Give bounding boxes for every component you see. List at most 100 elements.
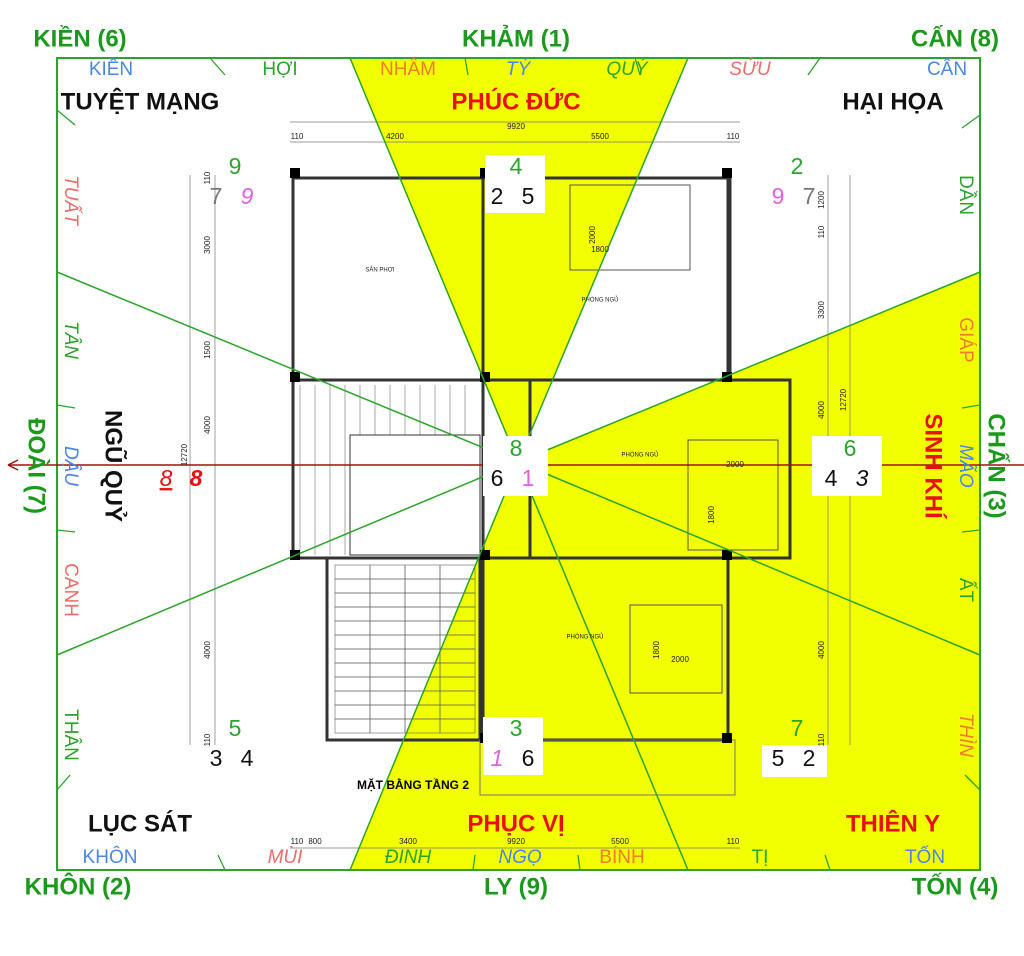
- column: [722, 550, 732, 560]
- dimension-label: 110: [727, 132, 740, 141]
- star-period: 5: [229, 715, 242, 741]
- room-label: PHÒNG NGỦ: [621, 452, 658, 459]
- mountain-label: NGỌ: [498, 847, 542, 868]
- column: [480, 372, 490, 382]
- paving-tile: [334, 690, 371, 706]
- star-period: 9: [229, 153, 242, 179]
- paving-tile: [404, 634, 441, 650]
- paving-tile: [334, 704, 371, 720]
- palace-label: NGŨ QUỶ: [100, 410, 129, 522]
- sector-line: [349, 461, 519, 871]
- star-mountain: 4: [825, 465, 838, 491]
- mountain-divider: [577, 854, 581, 871]
- star-water: 1: [522, 465, 535, 491]
- mountain-label: TUẤT: [60, 175, 82, 226]
- paving-tile: [334, 592, 371, 608]
- paving-tile: [369, 634, 406, 650]
- dimension-label: 4000: [817, 401, 826, 419]
- bed-0: [569, 184, 691, 271]
- paving-tile: [439, 564, 476, 580]
- star-west-water: 8: [190, 465, 203, 491]
- dimension-label: 5500: [611, 837, 629, 846]
- dimension-label: 4200: [386, 132, 404, 141]
- dimension-label: 110: [817, 225, 826, 238]
- dimension-label: 12720: [839, 388, 848, 411]
- palace-label: HẠI HỌA: [842, 88, 943, 115]
- dimension-label: 110: [203, 733, 212, 746]
- dimension-label: 110: [291, 837, 304, 846]
- mountain-divider: [209, 57, 226, 76]
- column: [722, 372, 732, 382]
- palace-label: PHÚC ĐỨC: [451, 87, 580, 115]
- dimension-label: 3300: [817, 301, 826, 319]
- column: [480, 550, 490, 560]
- mountain-divider: [961, 404, 981, 409]
- mountain-divider: [56, 774, 71, 791]
- mountain-label: KIỀN: [89, 58, 133, 80]
- compass-frame: [56, 57, 981, 871]
- mountain-label: ẤT: [955, 578, 977, 603]
- paving-tile: [369, 564, 406, 580]
- paving-tile: [369, 620, 406, 636]
- sector-line: [517, 461, 689, 871]
- paving-tile: [369, 662, 406, 678]
- star-water: 6: [522, 745, 535, 771]
- star-backdrop: [483, 436, 548, 496]
- mountain-divider: [56, 404, 76, 409]
- room-label: PHÒNG NGỦ: [581, 297, 618, 304]
- column: [290, 168, 300, 178]
- mountain-label: MÙI: [268, 846, 304, 868]
- star-period: 6: [844, 435, 857, 461]
- dimension-label: 1800: [707, 506, 716, 524]
- trigram-label: LY (9): [484, 873, 548, 900]
- sector-line: [517, 271, 981, 463]
- paving-tile: [334, 564, 371, 580]
- star-mountain: 7: [210, 183, 223, 209]
- star-water: 7: [803, 183, 816, 209]
- palace-label: LỤC SÁT: [88, 809, 192, 837]
- paving-tile: [369, 648, 406, 664]
- paving-tile: [369, 578, 406, 594]
- paving-tile: [404, 592, 441, 608]
- dimension-label: 110: [727, 837, 740, 846]
- mountain-divider: [634, 57, 641, 76]
- dimension-label: 1800: [652, 641, 661, 659]
- star-period: 7: [791, 715, 804, 741]
- dimension-label: 5500: [591, 132, 609, 141]
- dimension-label: 1500: [203, 341, 212, 359]
- paving-tile: [369, 690, 406, 706]
- balcony: [479, 739, 736, 796]
- star-west-mountain: 8: [160, 465, 173, 491]
- paving-tile: [404, 606, 441, 622]
- star-mountain: 3: [210, 745, 223, 771]
- column: [290, 372, 300, 382]
- column: [722, 733, 732, 743]
- star-water: 5: [522, 183, 535, 209]
- mountain-divider: [56, 109, 76, 126]
- stair-landing: [349, 434, 481, 556]
- mountain-label: MÃO: [955, 444, 977, 488]
- mountain-label: THÂN: [60, 709, 82, 761]
- room-label: PHÒNG NGỦ: [566, 634, 603, 641]
- star-backdrop: [762, 745, 827, 777]
- dimension-label: 110: [203, 171, 212, 184]
- floor-plan: [189, 121, 851, 849]
- star-water: 2: [803, 745, 816, 771]
- star-mountain: 6: [491, 465, 504, 491]
- paving-tile: [334, 662, 371, 678]
- palace-label: PHỤC VỊ: [467, 810, 564, 837]
- mountain-divider: [824, 854, 831, 871]
- paving-tile: [404, 648, 441, 664]
- trigram-label: CẤN (8): [911, 24, 999, 52]
- bed-1: [687, 439, 779, 551]
- mountain-label: HỢI: [262, 59, 297, 80]
- mountain-label: DẦN: [955, 175, 977, 215]
- star-period: 4: [510, 153, 523, 179]
- mountain-label: THÌN: [955, 713, 976, 758]
- paving-tile: [439, 718, 476, 734]
- mountain-label: QUÝ: [606, 59, 649, 80]
- sector-line: [517, 57, 689, 463]
- paving-tile: [404, 620, 441, 636]
- palace-label: SINH KHÍ: [920, 413, 948, 520]
- palace-label: TUYỆT MẠNG: [61, 87, 220, 115]
